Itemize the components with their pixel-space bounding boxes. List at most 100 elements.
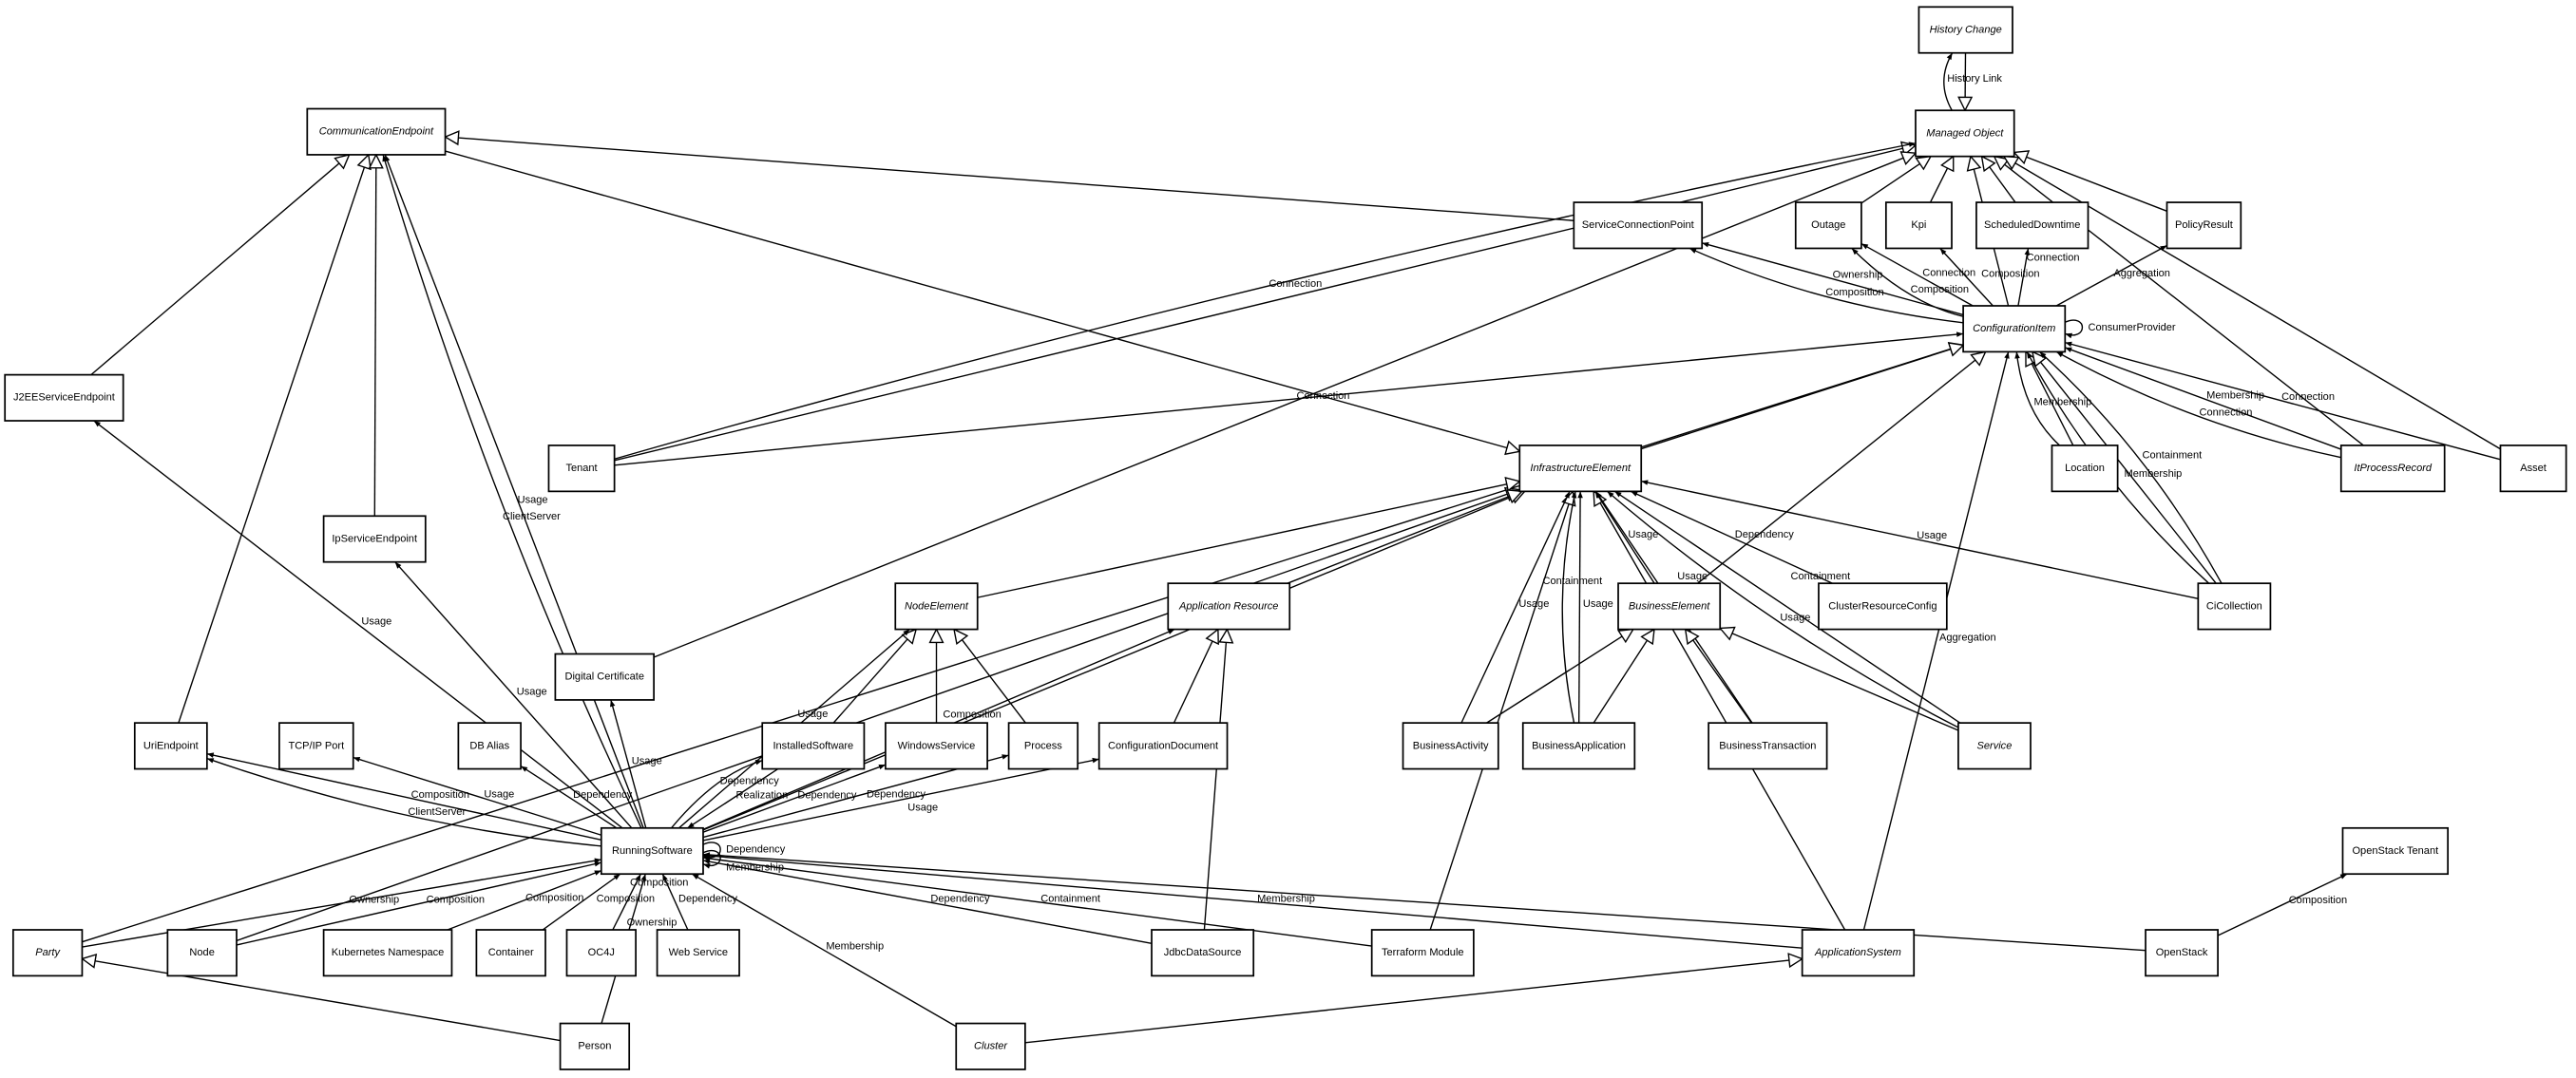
edge-line [614, 332, 1964, 466]
class-box [600, 826, 704, 876]
class-installed-software[interactable]: InstalledSoftware [761, 722, 866, 770]
filled-arrow-icon [1689, 248, 1697, 254]
class-box [1007, 722, 1079, 770]
edge-label: Membership [2125, 468, 2183, 480]
edge-label: Membership [2033, 397, 2091, 408]
edge-line [82, 859, 601, 948]
class-box [1915, 109, 2015, 158]
filled-arrow-icon [1092, 757, 1099, 764]
class-business-element[interactable]: BusinessElement [1617, 582, 1722, 631]
class-box [133, 722, 208, 770]
class-application-resource[interactable]: Application Resource [1167, 582, 1291, 631]
hollow-triangle-arrow-icon [2013, 150, 2031, 165]
edge-label: Membership [2206, 390, 2264, 402]
class-uri-endpoint[interactable]: UriEndpoint [133, 722, 208, 770]
edge-label: Ownership [627, 917, 677, 929]
class-tenant[interactable]: Tenant [547, 444, 616, 493]
class-configuration-document[interactable]: ConfigurationDocument [1097, 722, 1229, 770]
association-configuration-item-to-scheduled-downtime [2017, 248, 2031, 307]
class-business-application[interactable]: BusinessApplication [1521, 722, 1636, 770]
class-history-change[interactable]: History Change [1918, 6, 2013, 54]
class-open-stack[interactable]: OpenStack [2145, 929, 2219, 977]
edge-label: Dependency [867, 789, 926, 801]
class-cluster-resource-config[interactable]: ClusterResourceConfig [1818, 582, 1948, 631]
class-service-connection-point[interactable]: ServiceConnectionPoint [1573, 201, 1704, 250]
class-infrastructure-element[interactable]: InfrastructureElement [1518, 444, 1643, 493]
association-service-to-infrastructure-element [1607, 490, 1959, 728]
class-name: Kubernetes Namespace [332, 947, 445, 958]
hollow-triangle-arrow-icon [1980, 155, 1996, 173]
class-kpi[interactable]: Kpi [1884, 201, 1953, 250]
class-policy-result[interactable]: PolicyResult [2166, 201, 2242, 250]
class-terraform-module[interactable]: Terraform Module [1370, 929, 1475, 977]
edge-label: Containment [1040, 894, 1100, 905]
class-box [1884, 201, 1953, 250]
class-asset[interactable]: Asset [2499, 444, 2567, 493]
association-business-application-to-infrastructure-element [1561, 491, 1577, 724]
class-communication-endpoint[interactable]: CommunicationEndpoint [306, 107, 447, 156]
class-box [4, 373, 124, 422]
edge-label: Membership [1257, 893, 1315, 904]
class-outage[interactable]: Outage [1794, 201, 1862, 250]
edge-line [702, 758, 1099, 842]
class-box [2051, 444, 2119, 493]
association-ci-collection-to-configuration-item [2039, 350, 2223, 584]
class-business-transaction[interactable]: BusinessTransaction [1708, 722, 1828, 770]
edge-line [178, 154, 370, 724]
generalization-application-resource-to-infrastructure-element [1287, 489, 1524, 584]
edge-line [445, 150, 1520, 452]
class-process[interactable]: Process [1007, 722, 1079, 770]
class-running-software[interactable]: RunningSoftware [600, 826, 704, 876]
class-container[interactable]: Container [475, 929, 546, 977]
class-application-system[interactable]: ApplicationSystem [1801, 929, 1916, 977]
class-party[interactable]: Party [11, 929, 84, 977]
class-node[interactable]: Node [166, 929, 238, 977]
filled-arrow-icon [754, 760, 763, 766]
association-running-software-to-j2-eeservice-endpoint [93, 420, 623, 829]
class-box [1794, 201, 1862, 250]
class-oc4-j[interactable]: OC4J [565, 929, 637, 977]
association-location-to-configuration-item [2014, 351, 2061, 446]
class-name: Person [578, 1041, 611, 1052]
edge-label: Usage [1518, 598, 1549, 610]
class-person[interactable]: Person [559, 1022, 631, 1070]
class-cluster[interactable]: Cluster [955, 1022, 1026, 1070]
class-location[interactable]: Location [2051, 444, 2119, 493]
generalization-process-to-node-element [953, 628, 1026, 724]
hollow-triangle-arrow-icon [1957, 96, 1974, 112]
class-node-element[interactable]: NodeElement [894, 582, 979, 631]
class-box [1370, 929, 1475, 977]
class-open-stack-tenant[interactable]: OpenStack Tenant [2341, 826, 2450, 876]
class-box [1402, 722, 1499, 770]
class-ip-service-endpoint[interactable]: IpServiceEndpoint [322, 515, 427, 563]
class-configuration-item[interactable]: ConfigurationItem [1962, 305, 2067, 353]
edge-line [1862, 351, 2010, 931]
class-j2-eeservice-endpoint[interactable]: J2EEServiceEndpoint [4, 373, 124, 422]
class-db-alias[interactable]: DB Alias [457, 722, 522, 770]
class-web-service[interactable]: Web Service [656, 929, 740, 977]
association-cluster-to-running-software [691, 873, 957, 1028]
class-managed-object[interactable]: Managed Object [1915, 109, 2015, 158]
class-jdbc-data-source[interactable]: JdbcDataSource [1151, 929, 1255, 977]
class-name: BusinessActivity [1413, 740, 1489, 751]
class-digital-certificate[interactable]: Digital Certificate [554, 652, 655, 701]
association-running-software-to-uri-endpoint [206, 752, 601, 841]
edge-line [236, 861, 601, 946]
class-service[interactable]: Service [1957, 722, 2032, 770]
class-kubernetes-namespace[interactable]: Kubernetes Namespace [322, 929, 453, 977]
class-name: UriEndpoint [143, 740, 199, 751]
filled-arrow-icon [206, 758, 215, 764]
filled-arrow-icon [1908, 142, 1916, 147]
filled-arrow-icon [1167, 629, 1175, 634]
class-scheduled-downtime[interactable]: ScheduledDowntime [1975, 201, 2089, 250]
class-tcp-ip-port[interactable]: TCP/IP Port [278, 722, 354, 770]
class-windows-service[interactable]: WindowsService [885, 722, 988, 770]
class-name: ScheduledDowntime [1984, 219, 2080, 231]
filled-arrow-icon [2056, 351, 2064, 358]
class-ci-collection[interactable]: CiCollection [2197, 582, 2272, 631]
class-business-activity[interactable]: BusinessActivity [1402, 722, 1499, 770]
association-running-software-to-ip-service-endpoint [394, 561, 633, 829]
class-it-process-record[interactable]: ItProcessRecord [2339, 444, 2446, 493]
edge-line [1719, 627, 1959, 731]
class-name: Digital Certificate [565, 671, 645, 683]
